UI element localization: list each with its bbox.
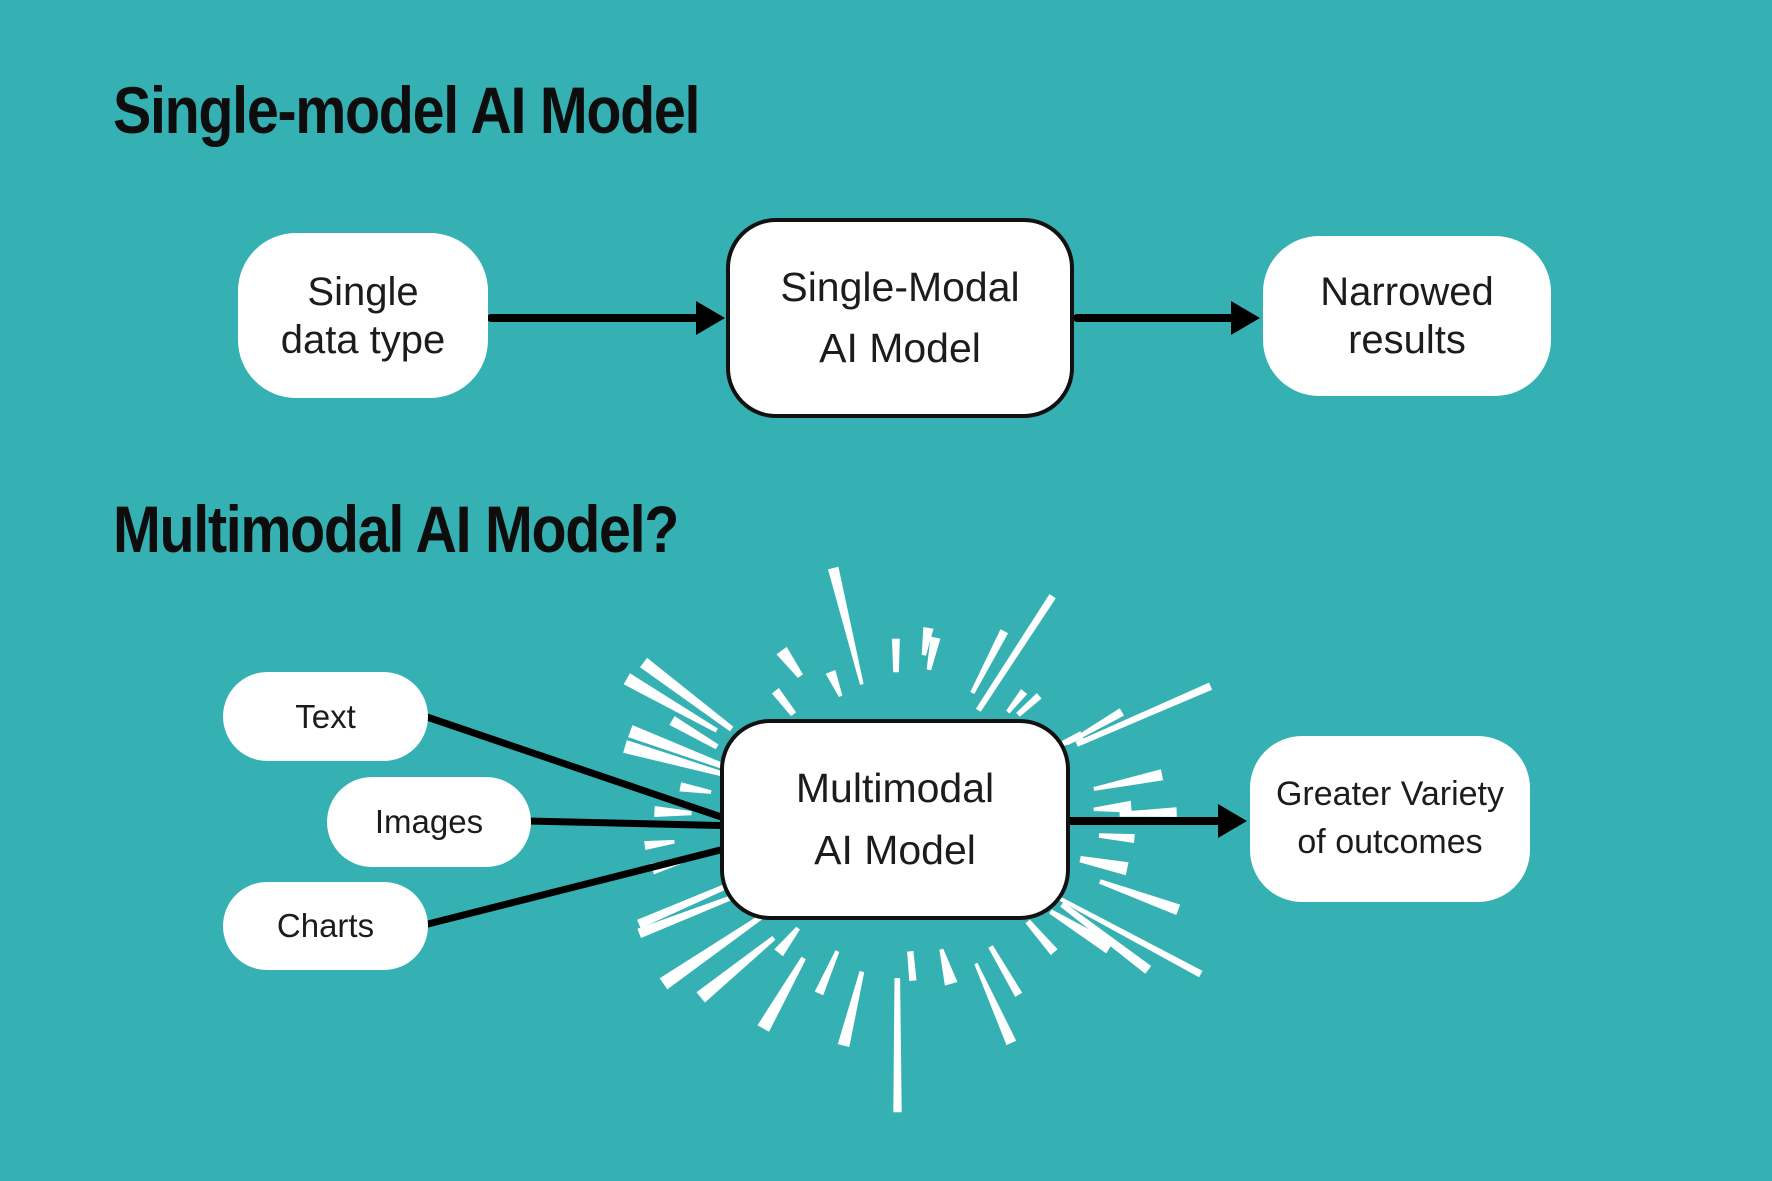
line-text-to-multimodal [420,712,746,828]
starburst-ray [776,646,803,678]
node-input-charts: Charts [223,882,428,970]
starburst-ray [669,716,719,750]
node-single-data-type: Single data type [238,233,488,398]
node-greater-variety-outcomes: Greater Variety of outcomes [1250,736,1530,902]
section-title-multimodal: Multimodal AI Model? [113,492,679,566]
starburst-ray [814,950,840,996]
node-input-text: Text [223,672,428,761]
node-single-modal-ai-model: Single-Modal AI Model [726,218,1074,418]
node-narrowed-results: Narrowed results [1263,236,1551,396]
starburst-ray [623,673,718,733]
starburst-ray [1006,689,1028,714]
starburst-ray [893,978,902,1113]
starburst-ray [1025,919,1058,956]
node-multimodal-line1: Multimodal [795,765,995,811]
node-single-data-type-line2: data type [280,317,446,362]
node-single-data-type-line1: Single [307,269,419,314]
node-input-images-label: Images [374,803,484,841]
connector-lines [420,301,1260,929]
starburst-ray [1119,807,1177,817]
starburst-ray [921,627,934,656]
starburst-icon [623,566,1213,1113]
starburst-ray [696,936,776,1003]
node-single-modal-line1: Single-Modal [780,263,1020,310]
starburst-ray [774,926,800,957]
line-charts-to-multimodal [420,840,748,929]
starburst-ray [623,740,722,777]
starburst-ray [679,782,712,794]
node-greater-variety-line1: Greater Variety [1275,775,1504,814]
starburst-ray [974,962,1017,1046]
starburst-ray [1079,856,1129,876]
node-multimodal-ai-model: Multimodal AI Model [720,719,1070,920]
starburst-ray [637,892,741,938]
starburst-ray [1099,879,1181,915]
starburst-ray [640,657,734,732]
section-title-single-model: Single-model AI Model [113,73,700,147]
starburst-ray [825,669,843,697]
starburst-ray [1059,896,1203,978]
starburst-ray [1016,693,1042,717]
starburst-ray [654,806,692,817]
starburst-ray [1093,769,1164,791]
node-narrowed-results-line2: results [1348,318,1466,362]
starburst-ray [1075,682,1213,747]
node-single-modal-line2: AI Model [819,325,981,371]
line-images-to-multimodal [524,817,746,830]
starburst-ray [988,945,1023,997]
node-narrowed-results-line1: Narrowed [1320,270,1494,314]
starburst-ray [975,594,1056,712]
starburst-ray [907,951,917,981]
starburst-ray [828,566,864,685]
starburst-ray [628,725,728,770]
arrowhead-single-input-to-model [696,301,725,335]
starburst-ray [970,629,1009,694]
node-multimodal-line2: AI Model [814,826,976,873]
starburst-ray [644,839,675,850]
arrowhead-single-model-to-output [1231,301,1260,335]
starburst-ray [637,877,743,929]
starburst-ray [771,688,797,717]
starburst-ray [757,956,806,1032]
node-input-charts-label: Charts [276,907,375,945]
starburst-ray [1060,902,1152,974]
starburst-ray [837,971,865,1047]
starburst-ray [659,913,766,990]
starburst-ray [1093,800,1132,813]
starburst-ray [1049,909,1114,954]
node-greater-variety-line2: of outcomes [1297,823,1483,861]
node-input-text-label: Text [295,697,356,735]
starburst-ray [891,638,900,673]
node-input-images: Images [327,777,531,867]
arrowhead-multimodal-to-output [1218,804,1247,838]
starburst-ray [926,636,941,671]
starburst-ray [939,948,958,986]
starburst-ray [1098,833,1135,843]
